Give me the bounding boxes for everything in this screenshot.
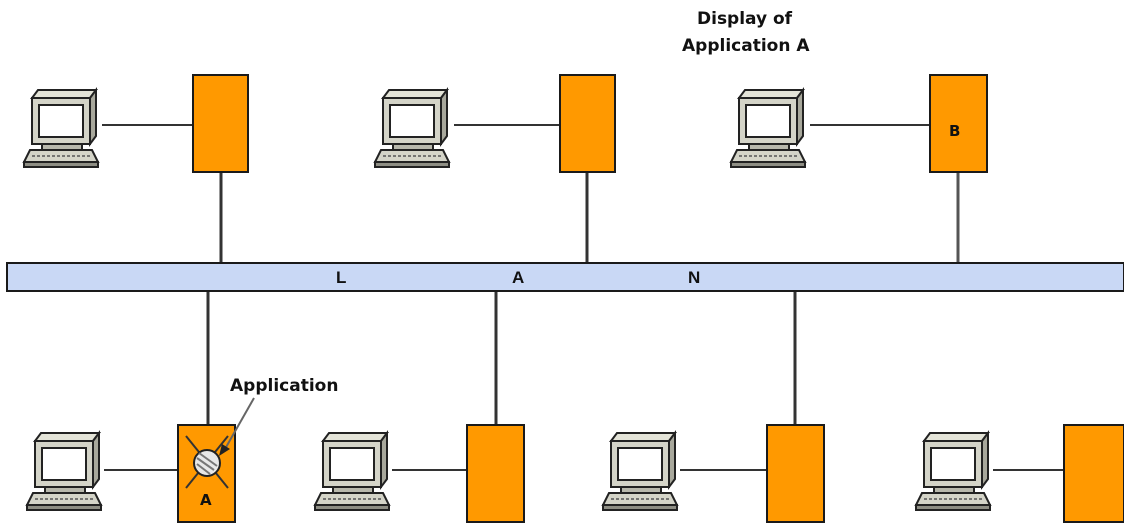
server-bottom-2 xyxy=(466,424,525,523)
server-top-2 xyxy=(559,74,616,173)
lan-letter-n: N xyxy=(688,268,700,287)
server-bottom-3 xyxy=(766,424,825,523)
server-top-1 xyxy=(192,74,249,173)
application-icon xyxy=(185,435,229,489)
server-b xyxy=(929,74,988,173)
workstation-top-1-icon xyxy=(23,89,99,168)
workstation-bottom-4-icon xyxy=(915,432,991,511)
workstation-top-2-icon xyxy=(374,89,450,168)
lan-letter-l: L xyxy=(336,268,346,287)
display-label-line2: Application A xyxy=(682,36,810,56)
server-bottom-4 xyxy=(1063,424,1124,523)
workstation-bottom-2-icon xyxy=(314,432,390,511)
application-pointer-head xyxy=(219,444,230,456)
workstation-top-3-icon xyxy=(730,89,806,168)
workstation-bottom-3-icon xyxy=(602,432,678,511)
workstation-bottom-1-icon xyxy=(26,432,102,511)
lan-bus xyxy=(6,262,1124,292)
display-label-line1: Display of xyxy=(697,9,793,29)
server-b-label: B xyxy=(949,122,960,140)
lan-letter-a: A xyxy=(512,268,524,287)
application-pointer xyxy=(224,397,255,450)
server-a-label: A xyxy=(200,491,212,509)
application-label: Application xyxy=(230,376,338,396)
